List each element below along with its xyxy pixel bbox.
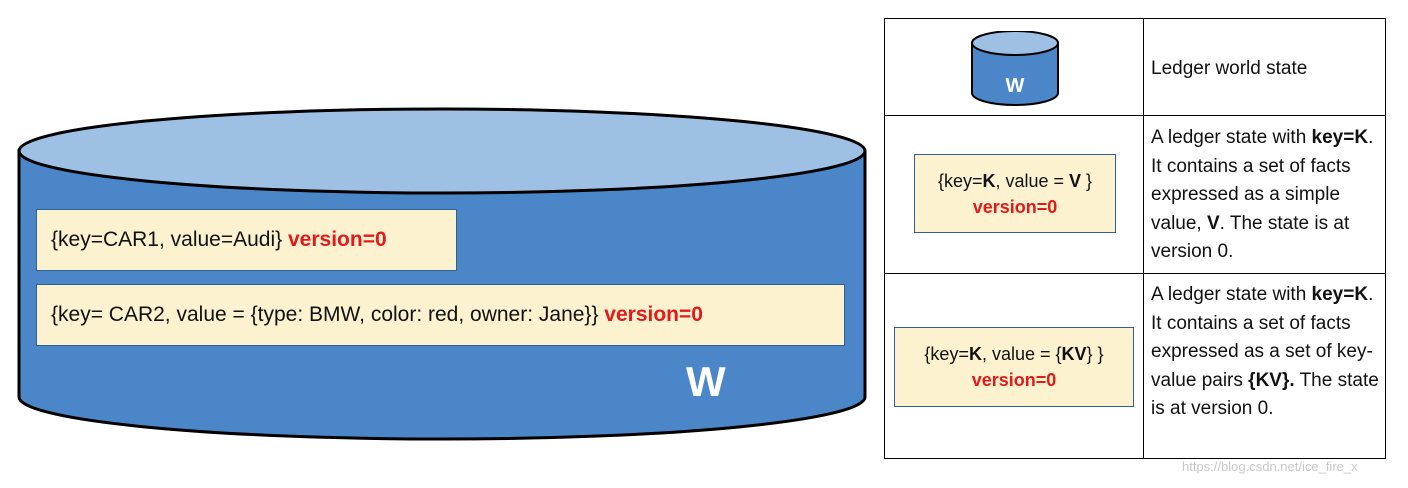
watermark: https://blog.csdn.net/ice_fire_x — [1182, 459, 1358, 474]
database-icon: W — [971, 31, 1059, 106]
state-entry-car2: {key= CAR2, value = {type: BMW, color: r… — [36, 284, 845, 346]
version-label: version=0 — [288, 228, 387, 251]
version-label: version=0 — [972, 196, 1058, 217]
legend-state-line: {key=K, value = {KV} } — [924, 344, 1104, 364]
state-entry-text: {key=CAR1, value=Audi} — [51, 228, 288, 251]
legend-desc-world-state: Ledger world state — [1151, 58, 1308, 79]
legend-state-line: {key=K, value = V } — [937, 170, 1093, 191]
state-entry-text: {key= CAR2, value = {type: BMW, color: r… — [51, 303, 605, 326]
legend-divider — [885, 115, 1385, 116]
legend-desc-kv: A ledger state with key=K. It contains a… — [1151, 284, 1379, 419]
legend-state-simple: {key=K, value = V } version=0 — [914, 154, 1116, 233]
legend-state-kv: {key=K, value = {KV} } version=0 — [894, 327, 1134, 407]
world-state-label: W — [686, 358, 726, 405]
legend-desc-simple: A ledger state with key=K. It contains a… — [1151, 127, 1374, 262]
legend-table: W Ledger world state {key=K, value = V }… — [884, 18, 1386, 459]
database-icon-label: W — [1006, 75, 1025, 97]
legend-divider-vertical — [1143, 19, 1144, 458]
legend-divider — [885, 273, 1385, 274]
version-label: version=0 — [971, 370, 1057, 390]
version-label: version=0 — [604, 303, 703, 326]
state-entry-car1: {key=CAR1, value=Audi} version=0 — [36, 209, 457, 271]
